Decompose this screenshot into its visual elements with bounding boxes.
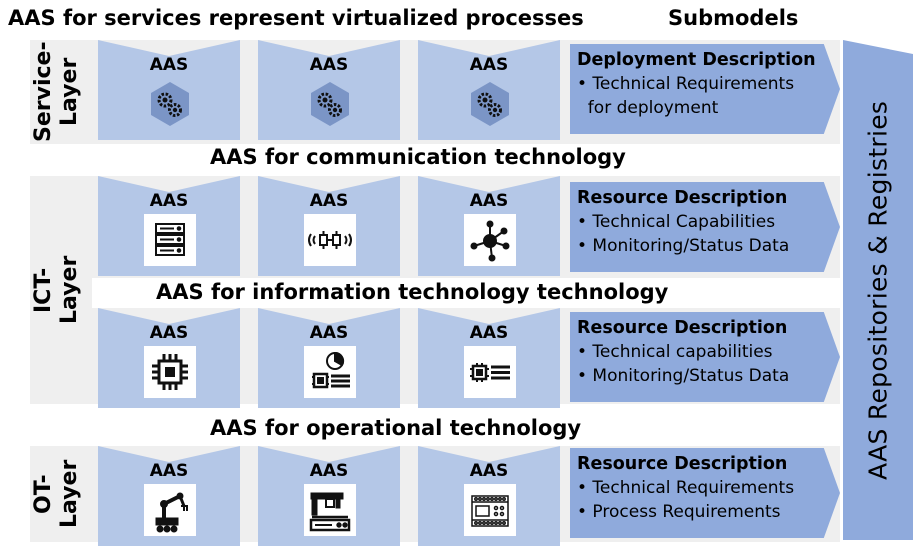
gears-icon <box>304 78 356 130</box>
aas-label: AAS <box>149 191 189 211</box>
aas-card[interactable]: AAS <box>418 176 560 276</box>
aas-card[interactable]: AAS <box>418 446 560 546</box>
robot-arm-icon <box>144 484 196 536</box>
chip-list-icon <box>464 346 516 398</box>
aas-card[interactable]: AAS <box>98 40 240 140</box>
aas-repositories-registries-bar[interactable]: AAS Repositories & Registries <box>843 40 913 540</box>
aas-label: AAS <box>469 55 509 75</box>
machine-tool-icon <box>304 484 356 536</box>
chip-dashboard-icon <box>304 346 356 398</box>
aas-label: AAS <box>309 461 349 481</box>
wireless-network-icon <box>304 214 356 266</box>
ot-layer-label: OT- Layer <box>31 459 82 529</box>
service-layer-label: Service- Layer <box>31 41 82 143</box>
aas-card[interactable]: AAS <box>418 40 560 140</box>
cpu-chip-icon <box>144 346 196 398</box>
aas-label: AAS <box>469 461 509 481</box>
aas-label: AAS <box>309 191 349 211</box>
operational-heading: AAS for operational technology <box>210 416 582 440</box>
aas-card[interactable]: AAS <box>258 446 400 546</box>
service-heading: AAS for services represent virtualized p… <box>8 6 584 30</box>
aas-label: AAS <box>469 323 509 343</box>
plc-controller-icon <box>464 484 516 536</box>
information-heading: AAS for information technology technolog… <box>156 280 669 304</box>
ict-layer-label: ICT- Layer <box>31 255 82 325</box>
aas-card[interactable]: AAS <box>258 176 400 276</box>
aas-label: AAS <box>469 191 509 211</box>
aas-card[interactable]: AAS <box>98 446 240 546</box>
aas-card[interactable]: AAS <box>98 176 240 276</box>
aas-card[interactable]: AAS <box>258 308 400 408</box>
server-rack-icon <box>144 214 196 266</box>
communication-heading: AAS for communication technology <box>210 145 626 169</box>
network-hub-icon <box>464 214 516 266</box>
resource-description-information-submodel[interactable]: Resource Description • Technical capabil… <box>570 312 840 402</box>
aas-label: AAS <box>309 323 349 343</box>
deployment-description-submodel[interactable]: Deployment Description • Technical Requi… <box>570 44 840 134</box>
gears-icon <box>144 78 196 130</box>
aas-card[interactable]: AAS <box>418 308 560 408</box>
gears-icon <box>464 78 516 130</box>
repository-label: AAS Repositories & Registries <box>863 100 893 480</box>
aas-card[interactable]: AAS <box>98 308 240 408</box>
aas-label: AAS <box>149 55 189 75</box>
aas-label: AAS <box>149 461 189 481</box>
aas-label: AAS <box>309 55 349 75</box>
aas-label: AAS <box>149 323 189 343</box>
resource-description-operational-submodel[interactable]: Resource Description • Technical Require… <box>570 448 840 538</box>
resource-description-communication-submodel[interactable]: Resource Description • Technical Capabil… <box>570 182 840 272</box>
aas-card[interactable]: AAS <box>258 40 400 140</box>
submodels-heading: Submodels <box>668 6 799 30</box>
